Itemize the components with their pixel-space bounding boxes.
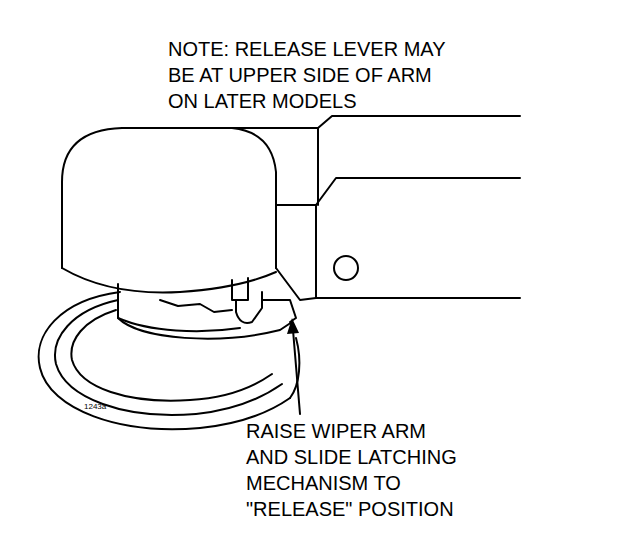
figure-number: 1243a: [84, 402, 111, 412]
latch-lever: [236, 292, 262, 323]
base-ring: [71, 310, 272, 401]
base-ring: [55, 300, 282, 415]
latch-lever: [232, 278, 248, 300]
wiper-arm: [232, 116, 520, 128]
arm-cap: [62, 128, 276, 268]
latch-lever: [262, 300, 296, 322]
arrowhead: [287, 318, 299, 334]
wiper-arm: [317, 128, 319, 205]
callout-text: RAISE WIPER ARM AND SLIDE LATCHING MECHA…: [246, 418, 460, 522]
wiper-arm: [276, 178, 520, 205]
base-ring: [39, 292, 290, 429]
wiper-arm: [316, 205, 520, 298]
pivot-shaft: [118, 318, 240, 331]
arm-hole: [334, 256, 358, 280]
note-text: NOTE: RELEASE LEVER MAY BE AT UPPER SIDE…: [168, 36, 449, 114]
wiper-arm: [276, 268, 316, 300]
leader-line: [293, 330, 300, 414]
arm-cap: [62, 268, 276, 293]
latch-slot: [160, 300, 232, 312]
